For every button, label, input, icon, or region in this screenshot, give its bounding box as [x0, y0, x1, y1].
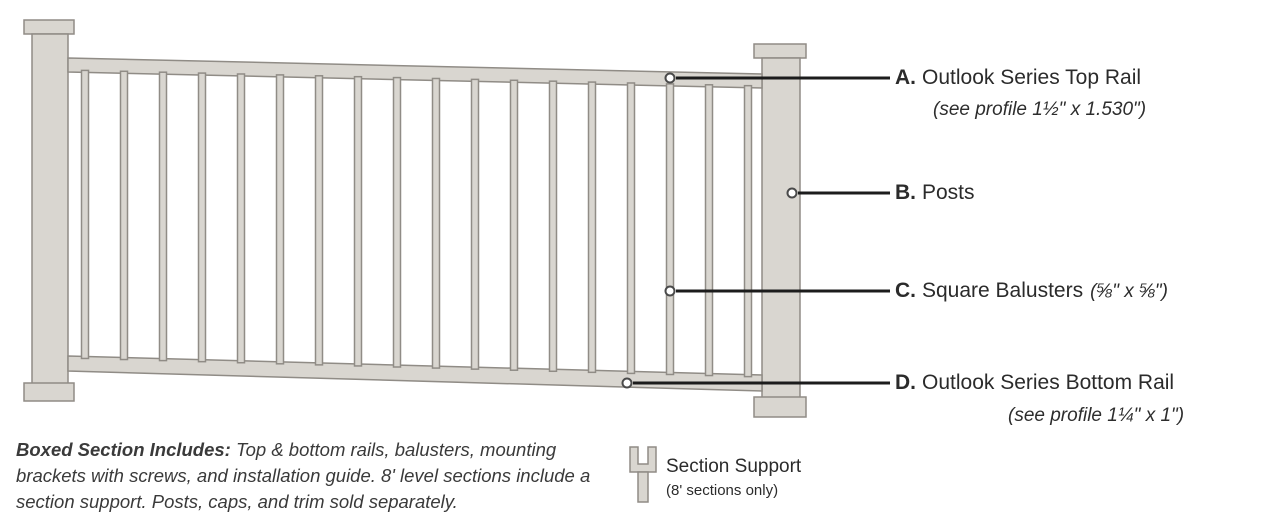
right-post-cap [753, 43, 807, 59]
callout-marker-a [664, 72, 676, 84]
callout-label-top-rail: A. Outlook Series Top Rail [895, 67, 1141, 88]
baluster [587, 81, 597, 374]
baluster [314, 75, 324, 366]
baluster [275, 74, 285, 365]
baluster [353, 75, 363, 367]
top-rail [67, 57, 763, 89]
baluster [743, 84, 753, 378]
callout-letter: D. [895, 371, 916, 394]
baluster [80, 69, 90, 360]
boxed-section-note-body: Top & bottom rails, balusters, mounting … [16, 439, 591, 512]
boxed-section-note-lead: Boxed Section Includes: [16, 439, 231, 460]
callout-sub-bottom-rail: (see profile 1¼" x 1") [1008, 405, 1185, 426]
boxed-section-note: Boxed Section Includes: Top & bottom rai… [16, 437, 616, 515]
baluster [548, 80, 558, 373]
section-support-label: Section Support [666, 456, 802, 477]
baluster [665, 83, 675, 376]
callout-text: Outlook Series Bottom Rail [922, 371, 1175, 394]
left-post-base [23, 382, 75, 402]
baluster [392, 76, 402, 368]
baluster [470, 78, 480, 370]
balusters [80, 69, 753, 378]
callout-dimensions: (⅝" x ⅝") [1090, 281, 1168, 302]
callout-marker-c [664, 285, 676, 297]
callout-text: Square Balusters [922, 279, 1084, 302]
callout-letter: B. [895, 181, 916, 204]
baluster [704, 84, 714, 377]
callout-label-balusters: C. Square Balusters (⅝" x ⅝") [895, 280, 1168, 302]
callout-letter: C. [895, 279, 916, 302]
callout-marker-d [621, 377, 633, 389]
baluster [158, 71, 168, 362]
baluster [236, 73, 246, 364]
right-post-body [761, 57, 801, 401]
callout-label-bottom-rail: D. Outlook Series Bottom Rail [895, 372, 1174, 393]
right-post [753, 43, 807, 418]
left-post-body [31, 33, 69, 387]
bottom-rail [67, 355, 763, 392]
callout-letter: A. [895, 66, 916, 89]
section-support-icon [629, 446, 657, 503]
callout-text: Posts [922, 181, 975, 204]
callout-label-posts: B. Posts [895, 182, 975, 203]
right-post-base [753, 396, 807, 418]
left-post [23, 19, 75, 402]
callout-sub-top-rail: (see profile 1½" x 1.530") [933, 99, 1147, 120]
callout-text: Outlook Series Top Rail [922, 66, 1142, 89]
baluster [431, 77, 441, 369]
baluster [509, 79, 519, 371]
callout-marker-b [786, 187, 798, 199]
baluster [197, 72, 207, 363]
left-post-cap [23, 19, 75, 35]
baluster [119, 70, 129, 361]
baluster [626, 82, 636, 375]
section-support-sub: (8' sections only) [666, 482, 779, 499]
